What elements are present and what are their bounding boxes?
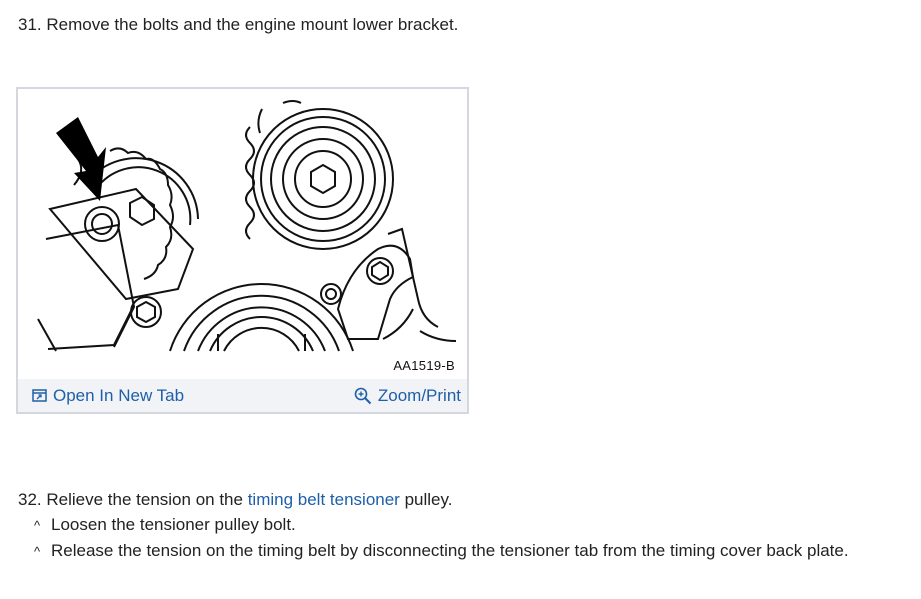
step-text-after: pulley. <box>404 490 453 509</box>
substep: ^ Release the tension on the timing belt … <box>34 540 849 563</box>
substep: ^ Loosen the tensioner pulley bolt. <box>34 514 296 537</box>
figure-code: AA1519-B <box>393 358 455 373</box>
open-in-new-tab-button[interactable]: Open In New Tab <box>32 379 184 412</box>
step-text: Remove the bolts and the engine mount lo… <box>46 15 459 34</box>
step-32: 32. Relieve the tension on the timing be… <box>18 489 452 511</box>
step-number: 31. <box>18 15 42 34</box>
zoom-in-icon <box>354 387 372 405</box>
open-in-new-tab-label: Open In New Tab <box>53 385 185 405</box>
open-new-tab-icon <box>32 389 47 402</box>
caret-bullet: ^ <box>34 544 41 559</box>
step-text-before: Relieve the tension on the <box>46 490 243 509</box>
substep-text: Release the tension on the timing belt b… <box>51 541 849 560</box>
step-number: 32. <box>18 490 42 509</box>
caret-bullet: ^ <box>34 518 41 533</box>
timing-belt-tensioner-link[interactable]: timing belt tensioner <box>247 490 400 509</box>
zoom-print-button[interactable]: Zoom/Print <box>354 379 461 412</box>
figure-toolbar: Open In New Tab Zoom/Print <box>18 379 467 412</box>
figure-panel: AA1519-B Open In New Tab Zoo <box>16 87 469 414</box>
engine-diagram[interactable] <box>18 89 467 379</box>
substep-text: Loosen the tensioner pulley bolt. <box>51 515 296 534</box>
zoom-print-label: Zoom/Print <box>377 385 461 405</box>
step-31: 31. Remove the bolts and the engine moun… <box>18 14 458 36</box>
